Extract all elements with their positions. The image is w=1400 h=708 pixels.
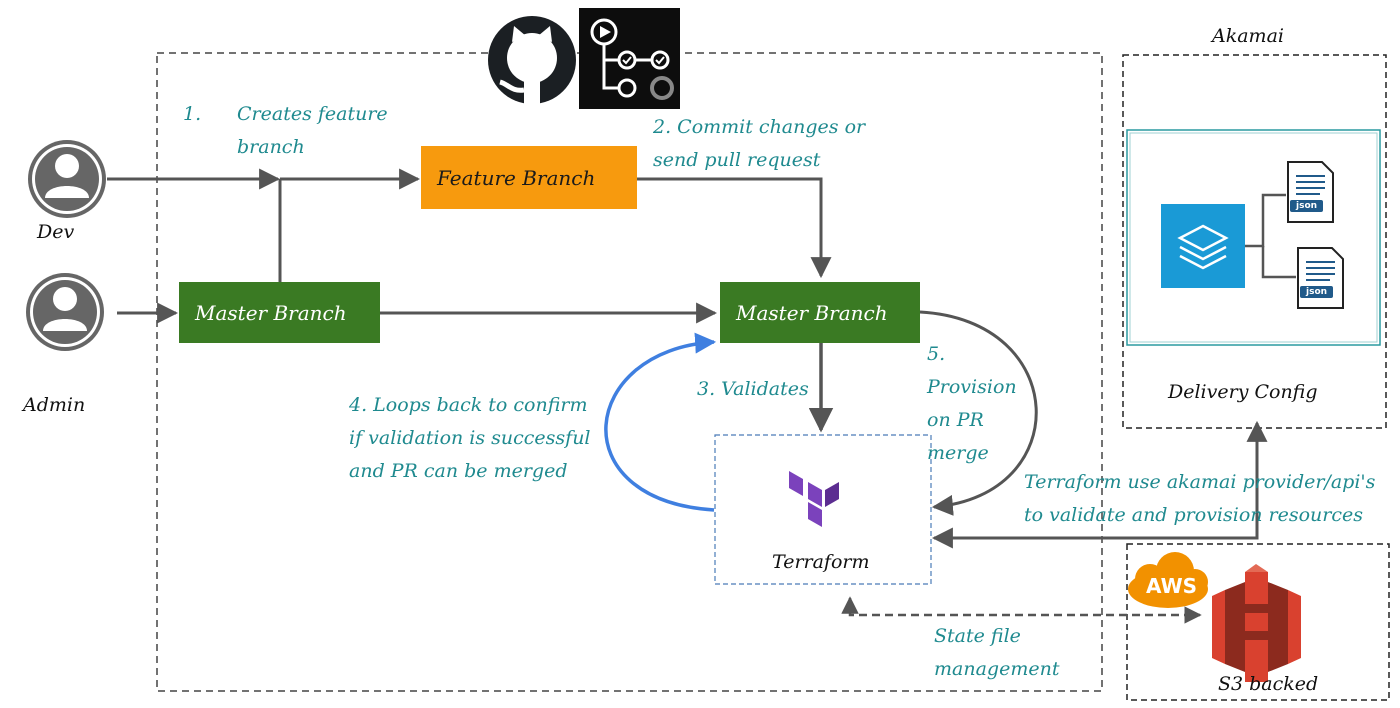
state-file-line2: management: [934, 658, 1060, 680]
akamai-boundary: [1122, 54, 1387, 429]
master-branch-right-label: Master Branch: [736, 300, 888, 325]
config-branch-line: [1245, 193, 1286, 248]
akamai-provider-line2: to validate and provision resources: [1024, 504, 1364, 526]
akamai-title: Akamai: [1212, 25, 1284, 47]
step2-line1: 2. Commit changes or: [653, 116, 866, 138]
loop-back-arrow: [604, 332, 717, 512]
akamai-layers-icon: [1161, 204, 1245, 288]
state-file-line1: State file: [934, 625, 1021, 647]
delivery-config-inner: [1129, 132, 1378, 343]
akamai-provider-line1: Terraform use akamai provider/api's: [1024, 471, 1376, 493]
step5-line3: on PR: [927, 409, 984, 431]
dev-label: Dev: [37, 221, 75, 243]
terraform-box: [714, 434, 932, 585]
step1-number: 1.: [183, 103, 202, 125]
step2-line2: send pull request: [653, 149, 821, 171]
terraform-label: Terraform: [772, 551, 870, 573]
s3-label: S3 backed: [1218, 673, 1319, 695]
json-file-tag: json: [1300, 286, 1334, 298]
step5-line2: Provision: [927, 376, 1017, 398]
akamai-provider-arrow: [931, 420, 1268, 549]
user-avatar-icon: [28, 140, 106, 218]
step4-line2: if validation is successful: [349, 427, 591, 449]
commit-arrow: [637, 177, 832, 279]
aws-cloud-icon: [1128, 552, 1208, 608]
step5-line4: merge: [927, 442, 989, 464]
s3-bucket-icon: [1212, 564, 1301, 682]
master-branch-left-node: Master Branch: [179, 282, 380, 343]
step4-line1: 4. Loops back to confirm: [349, 394, 588, 416]
user-avatar-icon: [26, 273, 104, 351]
json-file-tag: json: [1290, 200, 1324, 212]
step4-line3: and PR can be merged: [349, 460, 568, 482]
admin-label: Admin: [23, 394, 86, 416]
delivery-config-frame: [1126, 129, 1381, 346]
master-branch-left-label: Master Branch: [195, 300, 347, 325]
step1-line1: Creates feature: [237, 103, 388, 125]
terraform-logo-icon: [789, 471, 839, 527]
json-file-icon: [1297, 247, 1344, 309]
step5-line1: 5.: [927, 343, 946, 365]
step1-line2: branch: [237, 136, 305, 158]
master-branch-right-node: Master Branch: [720, 282, 920, 343]
github-octocat-icon: [488, 16, 576, 106]
json-file-icon: [1287, 161, 1334, 223]
step3-label: 3. Validates: [697, 378, 809, 400]
feature-branch-node: Feature Branch: [421, 146, 637, 209]
feature-branch-label: Feature Branch: [437, 165, 596, 190]
aws-label: AWS: [1146, 574, 1198, 598]
config-branch-line: [1261, 246, 1296, 279]
delivery-config-label: Delivery Config: [1168, 381, 1318, 403]
state-file-arrow: [841, 596, 1202, 624]
github-actions-icon: [579, 8, 680, 109]
